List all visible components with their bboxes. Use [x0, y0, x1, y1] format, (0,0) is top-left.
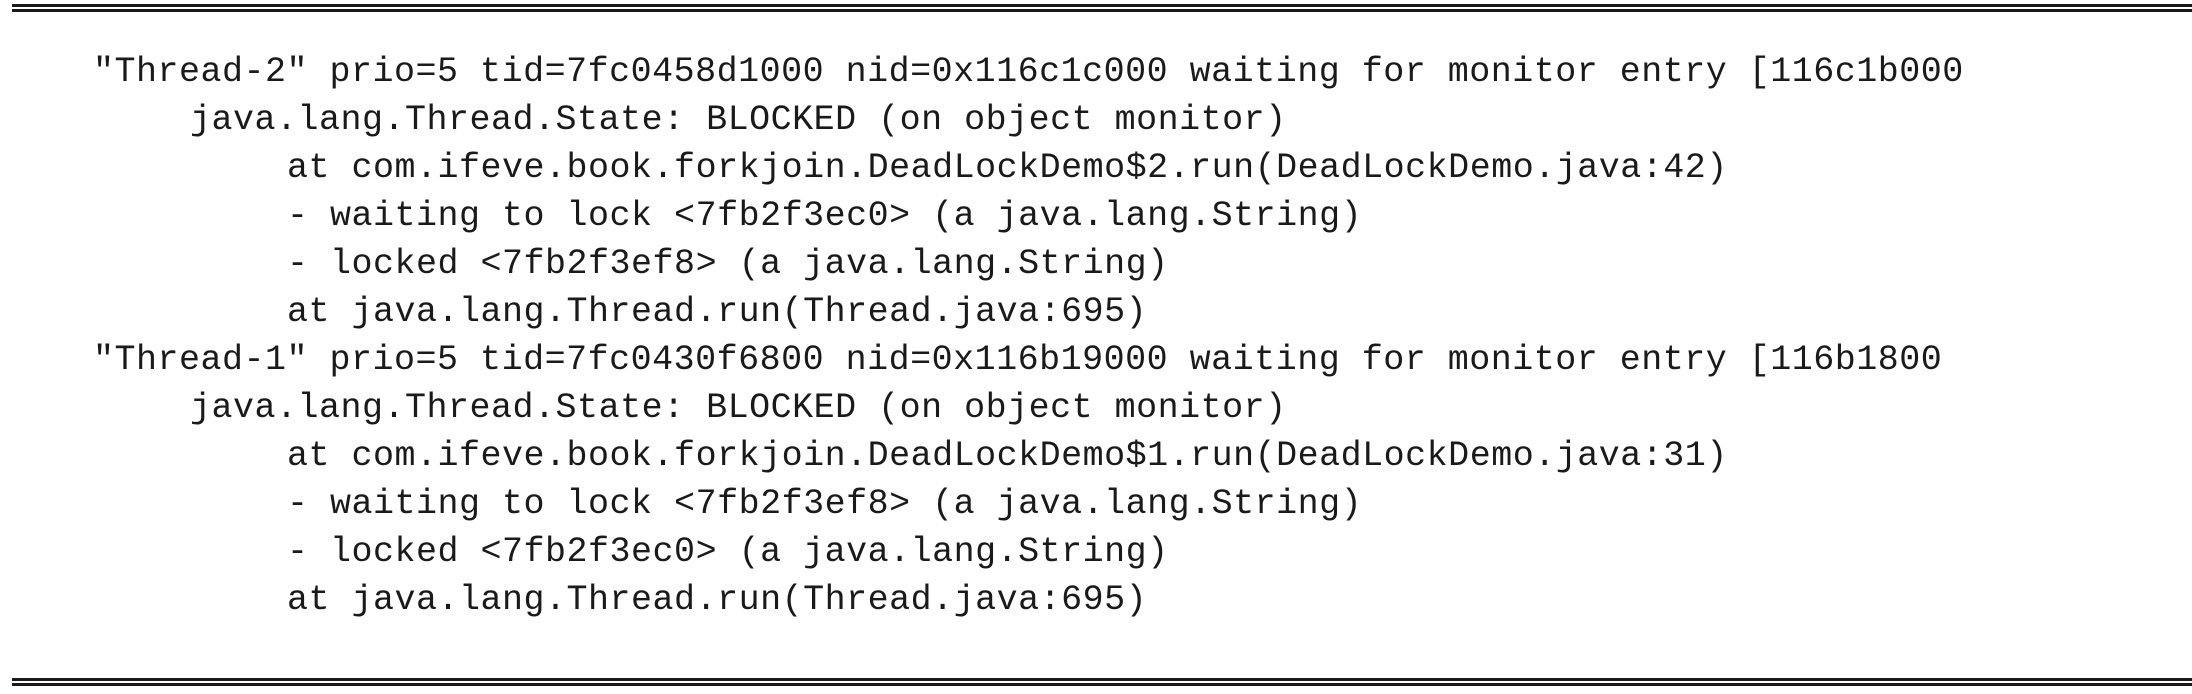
bottom-rule [12, 678, 2192, 686]
stack-frame-line: at java.lang.Thread.run(Thread.java:695) [287, 292, 1148, 332]
thread-header-line: "Thread-1" prio=5 tid=7fc0430f6800 nid=0… [93, 340, 1943, 380]
thread-state-line: java.lang.Thread.State: BLOCKED (on obje… [190, 100, 1287, 140]
locked-line: - locked <7fb2f3ec0> (a java.lang.String… [287, 532, 1169, 572]
locked-line: - locked <7fb2f3ef8> (a java.lang.String… [287, 244, 1169, 284]
thread-dump-code-block: "Thread-2" prio=5 tid=7fc0458d1000 nid=0… [0, 48, 2192, 670]
thread-header-line: "Thread-2" prio=5 tid=7fc0458d1000 nid=0… [93, 52, 1964, 92]
waiting-lock-line: - waiting to lock <7fb2f3ef8> (a java.la… [287, 484, 1363, 524]
top-rule [12, 4, 2192, 12]
stack-frame-line: at com.ifeve.book.forkjoin.DeadLockDemo$… [287, 436, 1728, 476]
stack-frame-line: at com.ifeve.book.forkjoin.DeadLockDemo$… [287, 148, 1728, 188]
thread-state-line: java.lang.Thread.State: BLOCKED (on obje… [190, 388, 1287, 428]
waiting-lock-line: - waiting to lock <7fb2f3ec0> (a java.la… [287, 196, 1363, 236]
stack-frame-line: at java.lang.Thread.run(Thread.java:695) [287, 580, 1148, 620]
